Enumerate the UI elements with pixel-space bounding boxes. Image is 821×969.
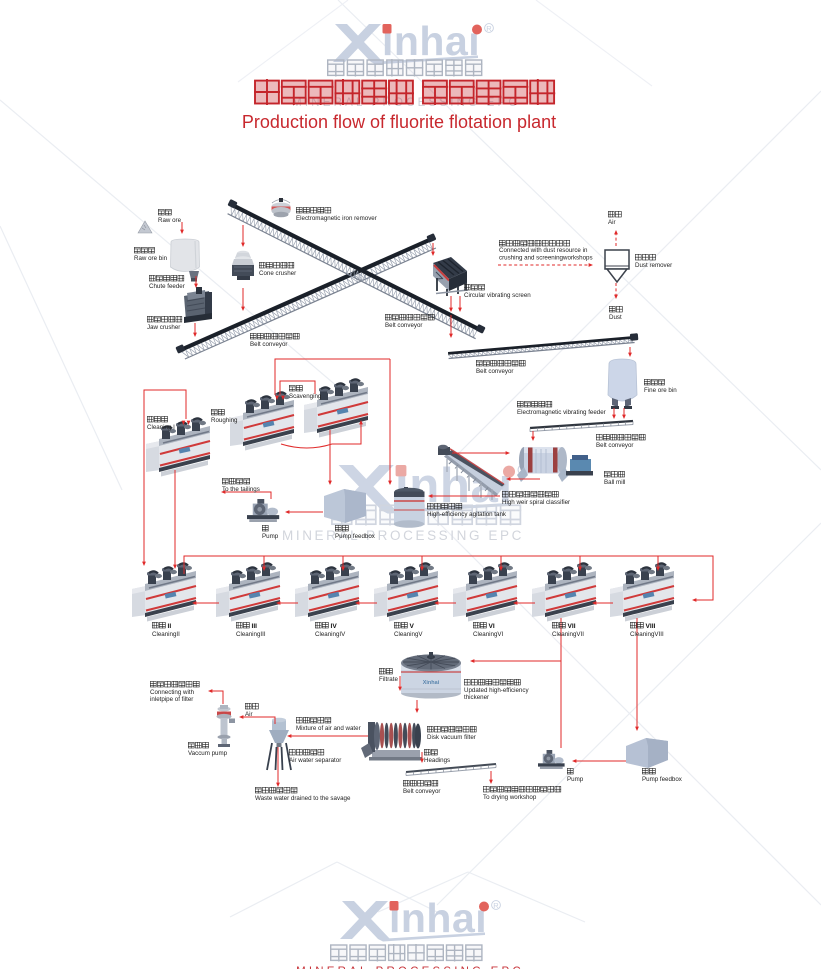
svg-text:Xinhai: Xinhai — [423, 680, 440, 686]
svg-text:Vaccum pump: Vaccum pump — [188, 750, 228, 757]
svg-text:Dust remover: Dust remover — [635, 262, 672, 269]
svg-text:Connecting with: Connecting with — [150, 689, 195, 696]
svg-text:CleaningVIII: CleaningVIII — [630, 631, 664, 638]
svg-text:Filtrate: Filtrate — [379, 676, 398, 683]
svg-text:Roughing: Roughing — [211, 417, 238, 424]
svg-text:Air water separator: Air water separator — [289, 757, 341, 764]
svg-text:Raw ore bin: Raw ore bin — [134, 255, 168, 262]
svg-text:inhai: inhai — [389, 895, 487, 941]
svg-text:Updated high-efficiency: Updated high-efficiency — [464, 687, 529, 694]
svg-text:Air: Air — [608, 219, 616, 226]
svg-text:IV: IV — [331, 623, 338, 630]
svg-text:III: III — [252, 623, 258, 630]
svg-text:Chute feeder: Chute feeder — [149, 283, 185, 290]
svg-text:Pump feedbox: Pump feedbox — [642, 776, 683, 783]
svg-text:crushing and screeningworkshop: crushing and screeningworkshops — [499, 255, 593, 262]
svg-text:Pump: Pump — [567, 776, 584, 783]
svg-text:VI: VI — [489, 623, 495, 630]
svg-text:Cone crusher: Cone crusher — [259, 270, 296, 277]
svg-text:MINERAL PROCESSING EPC: MINERAL PROCESSING EPC — [296, 966, 524, 969]
svg-text:CleaningII: CleaningII — [152, 631, 180, 638]
svg-text:Fine ore bin: Fine ore bin — [644, 387, 677, 394]
svg-text:Cleaning I: Cleaning I — [147, 424, 175, 431]
svg-text:Belt conveyor: Belt conveyor — [403, 788, 441, 795]
svg-text:Belt conveyor: Belt conveyor — [250, 341, 288, 348]
svg-text:Belt conveyor: Belt conveyor — [596, 442, 634, 449]
svg-text:inletpipe of filter: inletpipe of filter — [150, 696, 193, 703]
svg-text:II: II — [168, 623, 172, 630]
svg-text:Air: Air — [245, 711, 253, 718]
svg-text:High-efficiency agitation tank: High-efficiency agitation tank — [427, 511, 507, 518]
svg-text:Disk vacuum filter: Disk vacuum filter — [427, 734, 476, 741]
svg-text:Electromagnetic vibrating feed: Electromagnetic vibrating feeder — [517, 409, 606, 416]
svg-text:VII: VII — [568, 623, 576, 630]
svg-text:CleaningVI: CleaningVI — [473, 631, 504, 638]
svg-text:Pump: Pump — [262, 533, 279, 540]
svg-text:thickener: thickener — [464, 694, 489, 701]
svg-text:Scavenging: Scavenging — [289, 393, 322, 400]
svg-text:Raw ore: Raw ore — [158, 217, 182, 224]
svg-text:Jaw crusher: Jaw crusher — [147, 324, 180, 331]
svg-text:Dust: Dust — [609, 314, 622, 321]
svg-text:CleaningIII: CleaningIII — [236, 631, 266, 638]
svg-text:Belt conveyor: Belt conveyor — [476, 368, 514, 375]
svg-text:R: R — [493, 901, 499, 910]
svg-text:VIII: VIII — [646, 623, 656, 630]
svg-text:To drying workshop: To drying workshop — [483, 794, 537, 801]
svg-text:MINERAL PROCESSING EPC: MINERAL PROCESSING EPC — [282, 528, 524, 543]
svg-text:To the tailings: To the tailings — [222, 486, 260, 493]
svg-text:Circular vibrating screen: Circular vibrating screen — [464, 292, 531, 299]
svg-text:CleaningIV: CleaningIV — [315, 631, 346, 638]
svg-text:R: R — [486, 24, 492, 33]
svg-text:Waste water drained to the sav: Waste water drained to the savage — [255, 795, 351, 802]
svg-text:CleaningV: CleaningV — [394, 631, 423, 638]
svg-text:inhai: inhai — [382, 18, 480, 64]
svg-text:Connected with dust resource i: Connected with dust resource in — [499, 247, 588, 254]
svg-text:High weir spiral classifier: High weir spiral classifier — [502, 499, 570, 506]
svg-text:CleaningVII: CleaningVII — [552, 631, 584, 638]
svg-text:Pump feedbox: Pump feedbox — [335, 533, 376, 540]
svg-text:V: V — [410, 623, 415, 630]
svg-text:Belt conveyor: Belt conveyor — [385, 322, 423, 329]
svg-text:Ball mill: Ball mill — [604, 479, 625, 486]
svg-text:Production flow of fluorite fl: Production flow of fluorite flotation pl… — [242, 112, 556, 132]
svg-text:Mixture of air and water: Mixture of air and water — [296, 725, 361, 732]
svg-text:Headings: Headings — [424, 757, 450, 764]
svg-text:Electromagnetic iron remover: Electromagnetic iron remover — [296, 215, 377, 222]
